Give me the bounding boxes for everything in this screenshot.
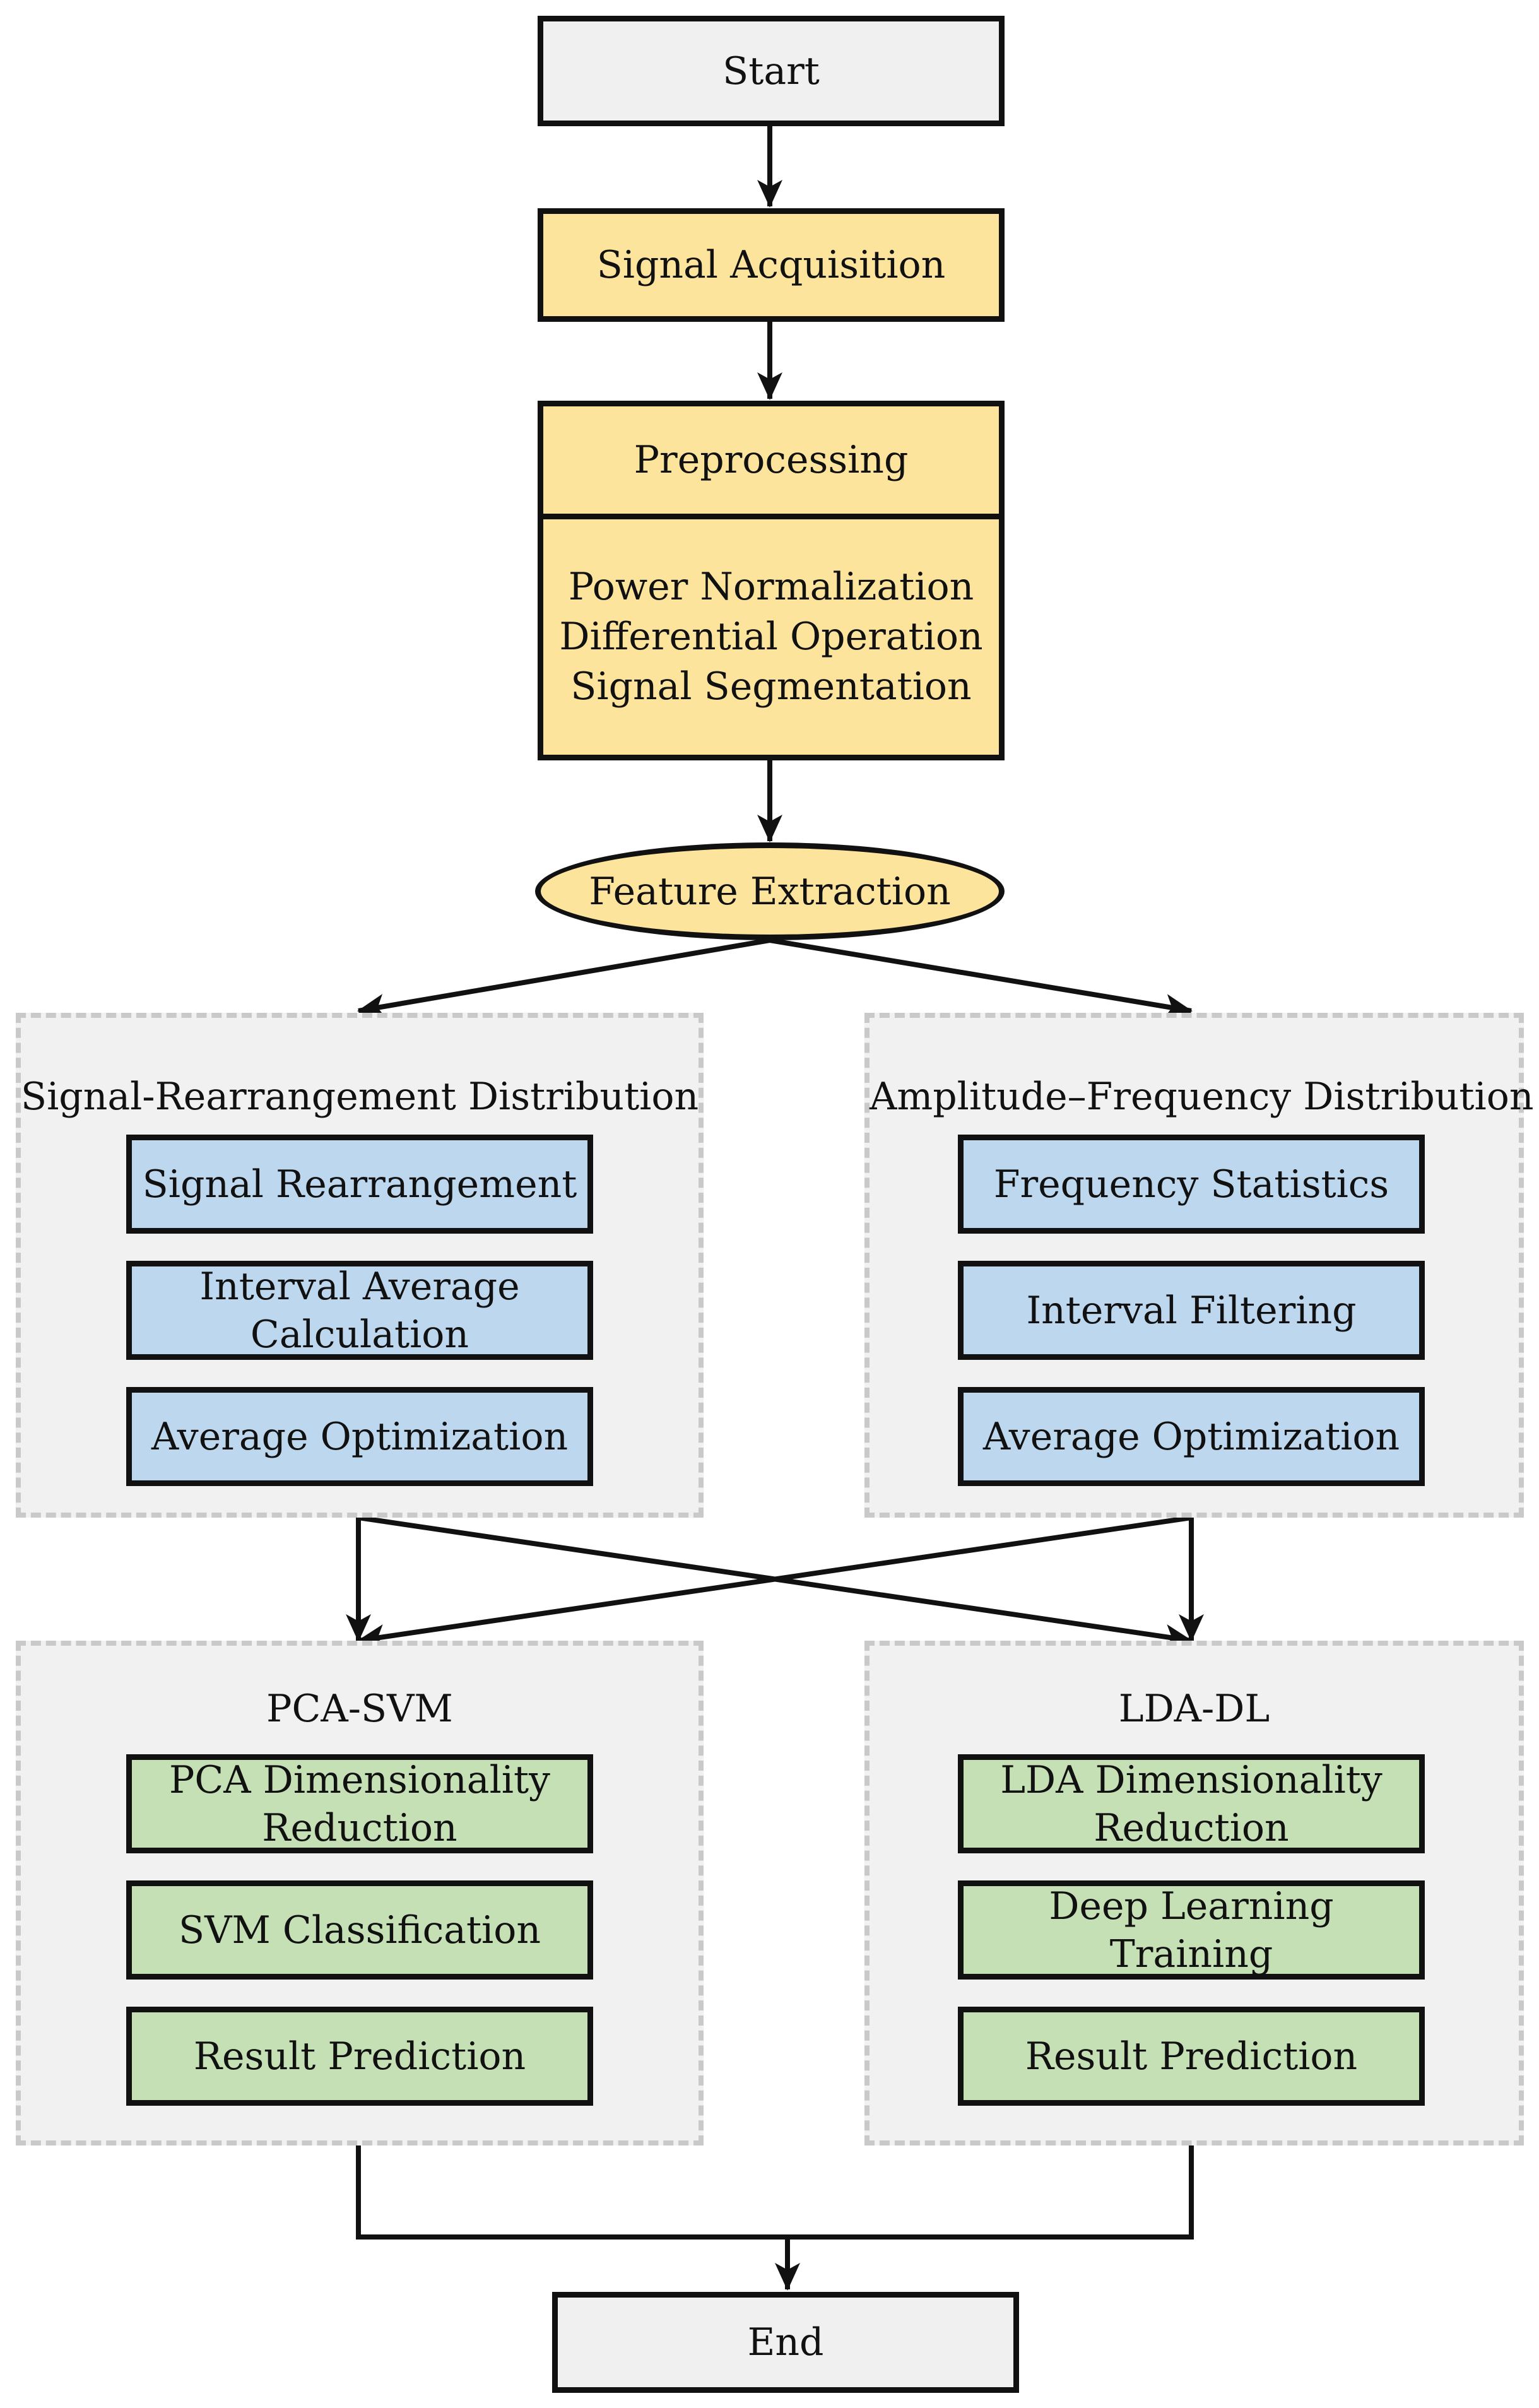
preprocessing-node: Preprocessing Power Normalization Differ… (538, 401, 1005, 760)
start-node: Start (538, 16, 1005, 126)
preprocessing-title: Preprocessing (634, 438, 909, 482)
preprocessing-steps: Power Normalization Differential Operati… (543, 519, 999, 755)
arrow-feature-to-srd (357, 938, 770, 1019)
lda-dl-title: LDA-DL (1118, 1687, 1270, 1731)
lda-dl-step-node: Result Prediction (958, 2007, 1425, 2106)
end-label: End (747, 2320, 824, 2364)
signal-acquisition-node: Signal Acquisition (538, 208, 1005, 322)
preprocessing-header: Preprocessing (543, 406, 999, 519)
afd-step-node: Interval Filtering (958, 1261, 1425, 1360)
preprocessing-step: Power Normalization (568, 565, 974, 609)
afd-step-node: Frequency Statistics (958, 1135, 1425, 1234)
feature-extraction-label: Feature Extraction (589, 869, 951, 914)
lda-dl-step-node: Deep Learning Training (958, 1880, 1425, 1980)
pca-svm-title: PCA-SVM (266, 1687, 453, 1731)
srd-step-node: Signal Rearrangement (126, 1135, 593, 1234)
afd-title: Amplitude–Frequency Distribution (870, 1075, 1534, 1119)
srd-title: Signal-Rearrangement Distribution (21, 1075, 699, 1119)
srd-step-node: Average Optimization (126, 1387, 593, 1486)
arrow-feature-to-afd (769, 938, 1193, 1019)
afd-step-node: Average Optimization (958, 1387, 1425, 1486)
end-node: End (552, 2292, 1019, 2393)
pca-svm-step-node: SVM Classification (126, 1880, 593, 1980)
lda-dl-step-node: LDA Dimensionality Reduction (958, 1754, 1425, 1853)
start-label: Start (722, 49, 820, 93)
arrow-afd-to-pca-svm (357, 1515, 1192, 1650)
pca-svm-step-node: Result Prediction (126, 2007, 593, 2106)
connector-pca-svm-to-end (356, 2145, 1194, 2240)
preprocessing-step: Differential Operation (559, 615, 983, 659)
signal-acquisition-label: Signal Acquisition (596, 243, 946, 287)
feature-extraction-node: Feature Extraction (535, 842, 1005, 940)
preprocessing-step: Signal Segmentation (570, 664, 972, 709)
srd-step-node: Interval Average Calculation (126, 1261, 593, 1360)
pca-svm-step-node: PCA Dimensionality Reduction (126, 1754, 593, 1853)
